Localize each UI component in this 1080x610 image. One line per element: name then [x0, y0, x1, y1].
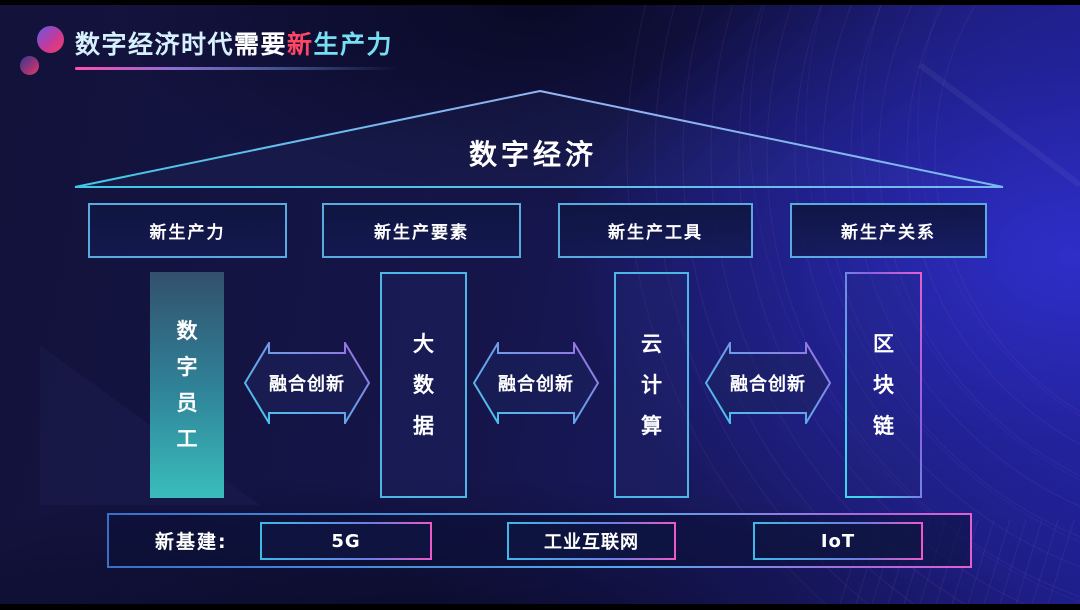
foundation-item-label: IoT: [820, 530, 856, 552]
category-box-new-productivity: 新生产力: [88, 203, 287, 258]
slide-background: 数字经济时代 需要 新 生产力 数字经济 新生产力 新生: [0, 5, 1080, 604]
pillar-char: 链: [873, 413, 894, 438]
category-box-new-production-factors: 新生产要素: [322, 203, 521, 258]
category-label: 新生产力: [149, 223, 226, 243]
roof-triangle: [74, 89, 1004, 188]
fusion-arrow-2: 融合创新: [473, 342, 599, 424]
pillar-char: 员: [176, 390, 198, 415]
pillar-char: 算: [641, 413, 662, 438]
logo-circle-small: [20, 56, 39, 75]
pillar-char: 数: [176, 318, 198, 343]
foundation-item-iot: IoT: [753, 522, 923, 560]
page-title: 数字经济时代 需要 新 生产力: [75, 27, 393, 59]
foundation-item-industrial-internet: 工业互联网: [507, 522, 676, 560]
foundation-item-5g: 5G: [260, 522, 432, 560]
pillar-char: 数: [413, 372, 434, 397]
pillar-char: 区: [873, 331, 894, 356]
double-arrow-icon: [473, 342, 599, 424]
title-part: 生产力: [313, 30, 394, 59]
pillar-char: 计: [641, 372, 662, 397]
foundation-item-label: 工业互联网: [544, 532, 639, 553]
fusion-arrow-3: 融合创新: [705, 342, 831, 424]
title-part: 数字经济时代: [75, 30, 235, 59]
pillar-char: 工: [176, 426, 198, 451]
pillar-char: 字: [176, 354, 198, 379]
title-part: 新: [287, 30, 314, 59]
fusion-arrow-label: 融合创新: [498, 374, 574, 395]
pillar-blockchain: 区 块 链: [845, 272, 922, 498]
fusion-arrow-label: 融合创新: [730, 374, 806, 395]
category-label: 新生产关系: [841, 223, 936, 243]
pillar-digital-worker: 数 字 员 工: [150, 272, 224, 498]
pillar-big-data: 大 数 据: [380, 272, 467, 498]
foundation-bar: 新基建: 5G 工业互联网 IoT: [107, 513, 972, 568]
category-label: 新生产工具: [608, 223, 703, 243]
foundation-label: 新基建:: [155, 531, 228, 553]
pillar-char: 大: [413, 331, 434, 356]
pillar-char: 云: [641, 331, 662, 356]
fusion-arrow-label: 融合创新: [269, 374, 345, 395]
title-part: 需要: [234, 30, 288, 59]
roof-label: 数字经济: [468, 138, 597, 171]
title-underline: [75, 67, 410, 70]
double-arrow-icon: [705, 342, 831, 424]
category-label: 新生产要素: [374, 223, 469, 243]
double-arrow-icon: [244, 342, 370, 424]
category-box-new-production-relations: 新生产关系: [790, 203, 987, 258]
pillar-char: 据: [413, 413, 434, 438]
foundation-item-label: 5G: [331, 530, 361, 552]
fusion-arrow-1: 融合创新: [244, 342, 370, 424]
pillar-cloud-computing: 云 计 算: [614, 272, 689, 498]
pillar-char: 块: [873, 372, 894, 397]
category-box-new-production-tools: 新生产工具: [558, 203, 753, 258]
logo-circle-large: [37, 26, 64, 53]
